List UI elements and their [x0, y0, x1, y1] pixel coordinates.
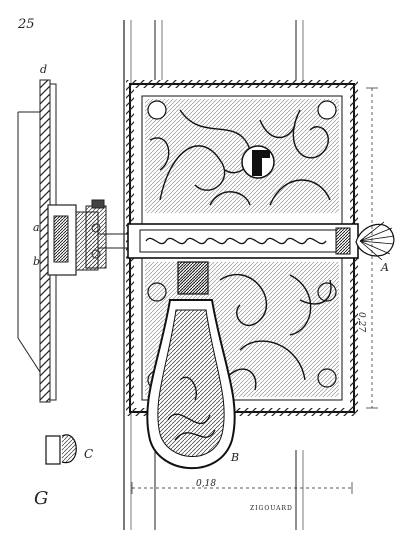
bolt-band [127, 223, 359, 259]
label-b: b [33, 255, 41, 268]
engraver-signature: ZIGOUARD [250, 505, 293, 512]
side-section [17, 79, 129, 403]
detail-C [45, 434, 77, 465]
drop-handle [146, 261, 236, 470]
keeper [85, 199, 107, 269]
dimension-lines [131, 87, 378, 494]
shell-finial [355, 221, 395, 261]
dimension-horizontal: 0,18 [196, 479, 217, 489]
label-C: C [84, 447, 94, 461]
label-d: d [40, 63, 48, 76]
upper-tracery [145, 99, 339, 213]
keyhole [241, 145, 275, 179]
label-a: a [33, 221, 40, 234]
label-A: A [381, 261, 389, 274]
label-B: B [231, 451, 240, 464]
monogram: G [34, 488, 49, 509]
figure-number: 25 [18, 17, 35, 32]
dimension-vertical: 0,27 [356, 312, 366, 333]
